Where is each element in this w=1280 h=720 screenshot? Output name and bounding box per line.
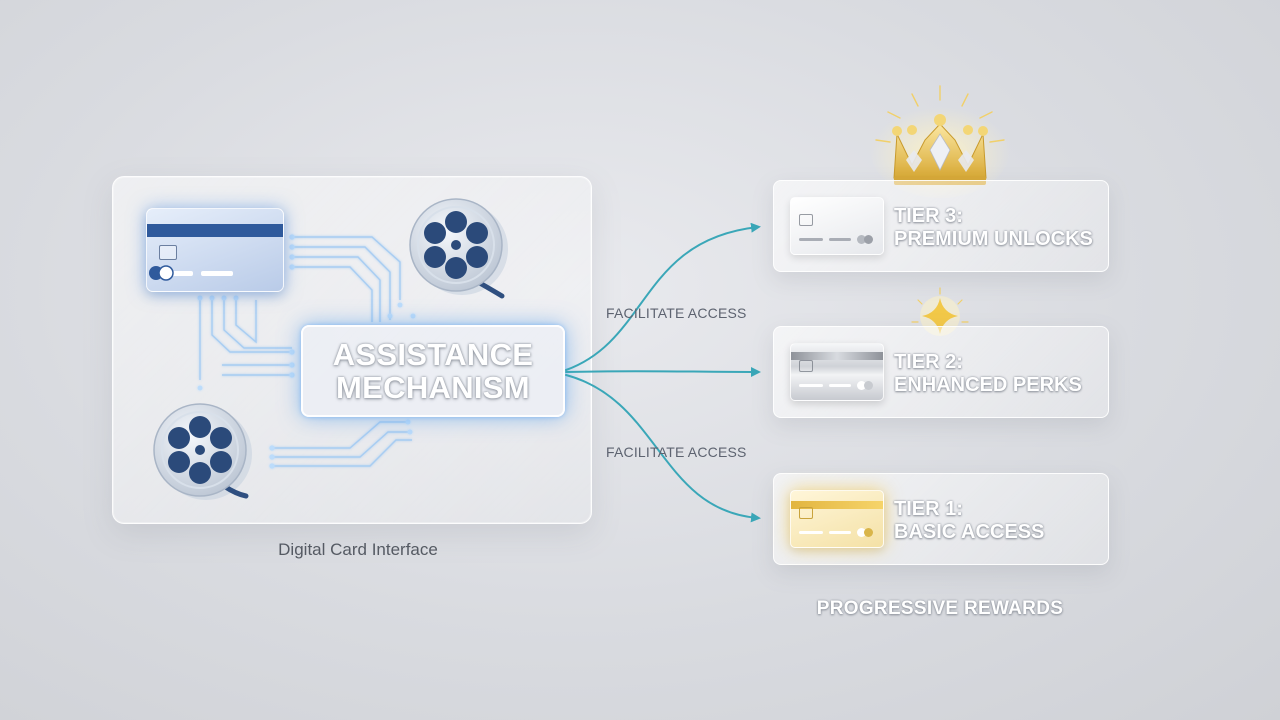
panel-caption: Digital Card Interface: [278, 540, 438, 559]
tier-1-line2: BASIC ACCESS: [894, 521, 1045, 543]
tier-2-title: TIER 2: ENHANCED PERKS: [894, 351, 1104, 397]
film-reel-icon: [153, 403, 252, 500]
gold-card: [790, 490, 884, 548]
card-number-line: [201, 271, 233, 276]
tier-2-line2: ENHANCED PERKS: [894, 374, 1082, 396]
card-network-icon: [149, 265, 174, 281]
flow-arrow-tier3: [565, 222, 761, 371]
mechanism-label: ASSISTANCE MECHANISM: [333, 338, 534, 404]
card-chip-icon: [799, 214, 813, 226]
crown-icon: [870, 85, 1010, 198]
tier-3-box: TIER 3: PREMIUM UNLOCKS: [773, 180, 1109, 272]
assistance-mechanism-box: ASSISTANCE MECHANISM: [301, 325, 565, 417]
flow-arrow-tier1: [565, 374, 761, 523]
flow-label-top: FACILITATE ACCESS: [606, 305, 747, 321]
tier-3-line2: PREMIUM UNLOCKS: [894, 228, 1093, 250]
card-chip-icon: [799, 360, 813, 372]
tier-2-box: TIER 2: ENHANCED PERKS: [773, 326, 1109, 418]
flow-label-bottom: FACILITATE ACCESS: [606, 444, 747, 460]
tier-1-line1: TIER 1:: [894, 498, 963, 520]
mechanism-label-line2: MECHANISM: [336, 370, 530, 405]
flow-arrow-tier2: [565, 366, 761, 377]
tier-1-box: TIER 1: BASIC ACCESS: [773, 473, 1109, 565]
tier-3-title: TIER 3: PREMIUM UNLOCKS: [894, 205, 1104, 251]
card-stripe: [147, 224, 283, 237]
blue-credit-card: [146, 208, 284, 292]
silver-card: [790, 197, 884, 255]
mechanism-label-line1: ASSISTANCE: [332, 337, 534, 372]
tier-1-title: TIER 1: BASIC ACCESS: [894, 498, 1104, 544]
card-chip-icon: [799, 507, 813, 519]
rewards-caption: PROGRESSIVE REWARDS: [816, 598, 1064, 619]
film-reel-icon: [409, 198, 508, 299]
metallic-card: [790, 343, 884, 401]
card-number-line: [159, 271, 193, 276]
tier-3-line1: TIER 3:: [894, 205, 963, 227]
tier-2-line1: TIER 2:: [894, 351, 963, 373]
card-chip-icon: [159, 245, 177, 260]
